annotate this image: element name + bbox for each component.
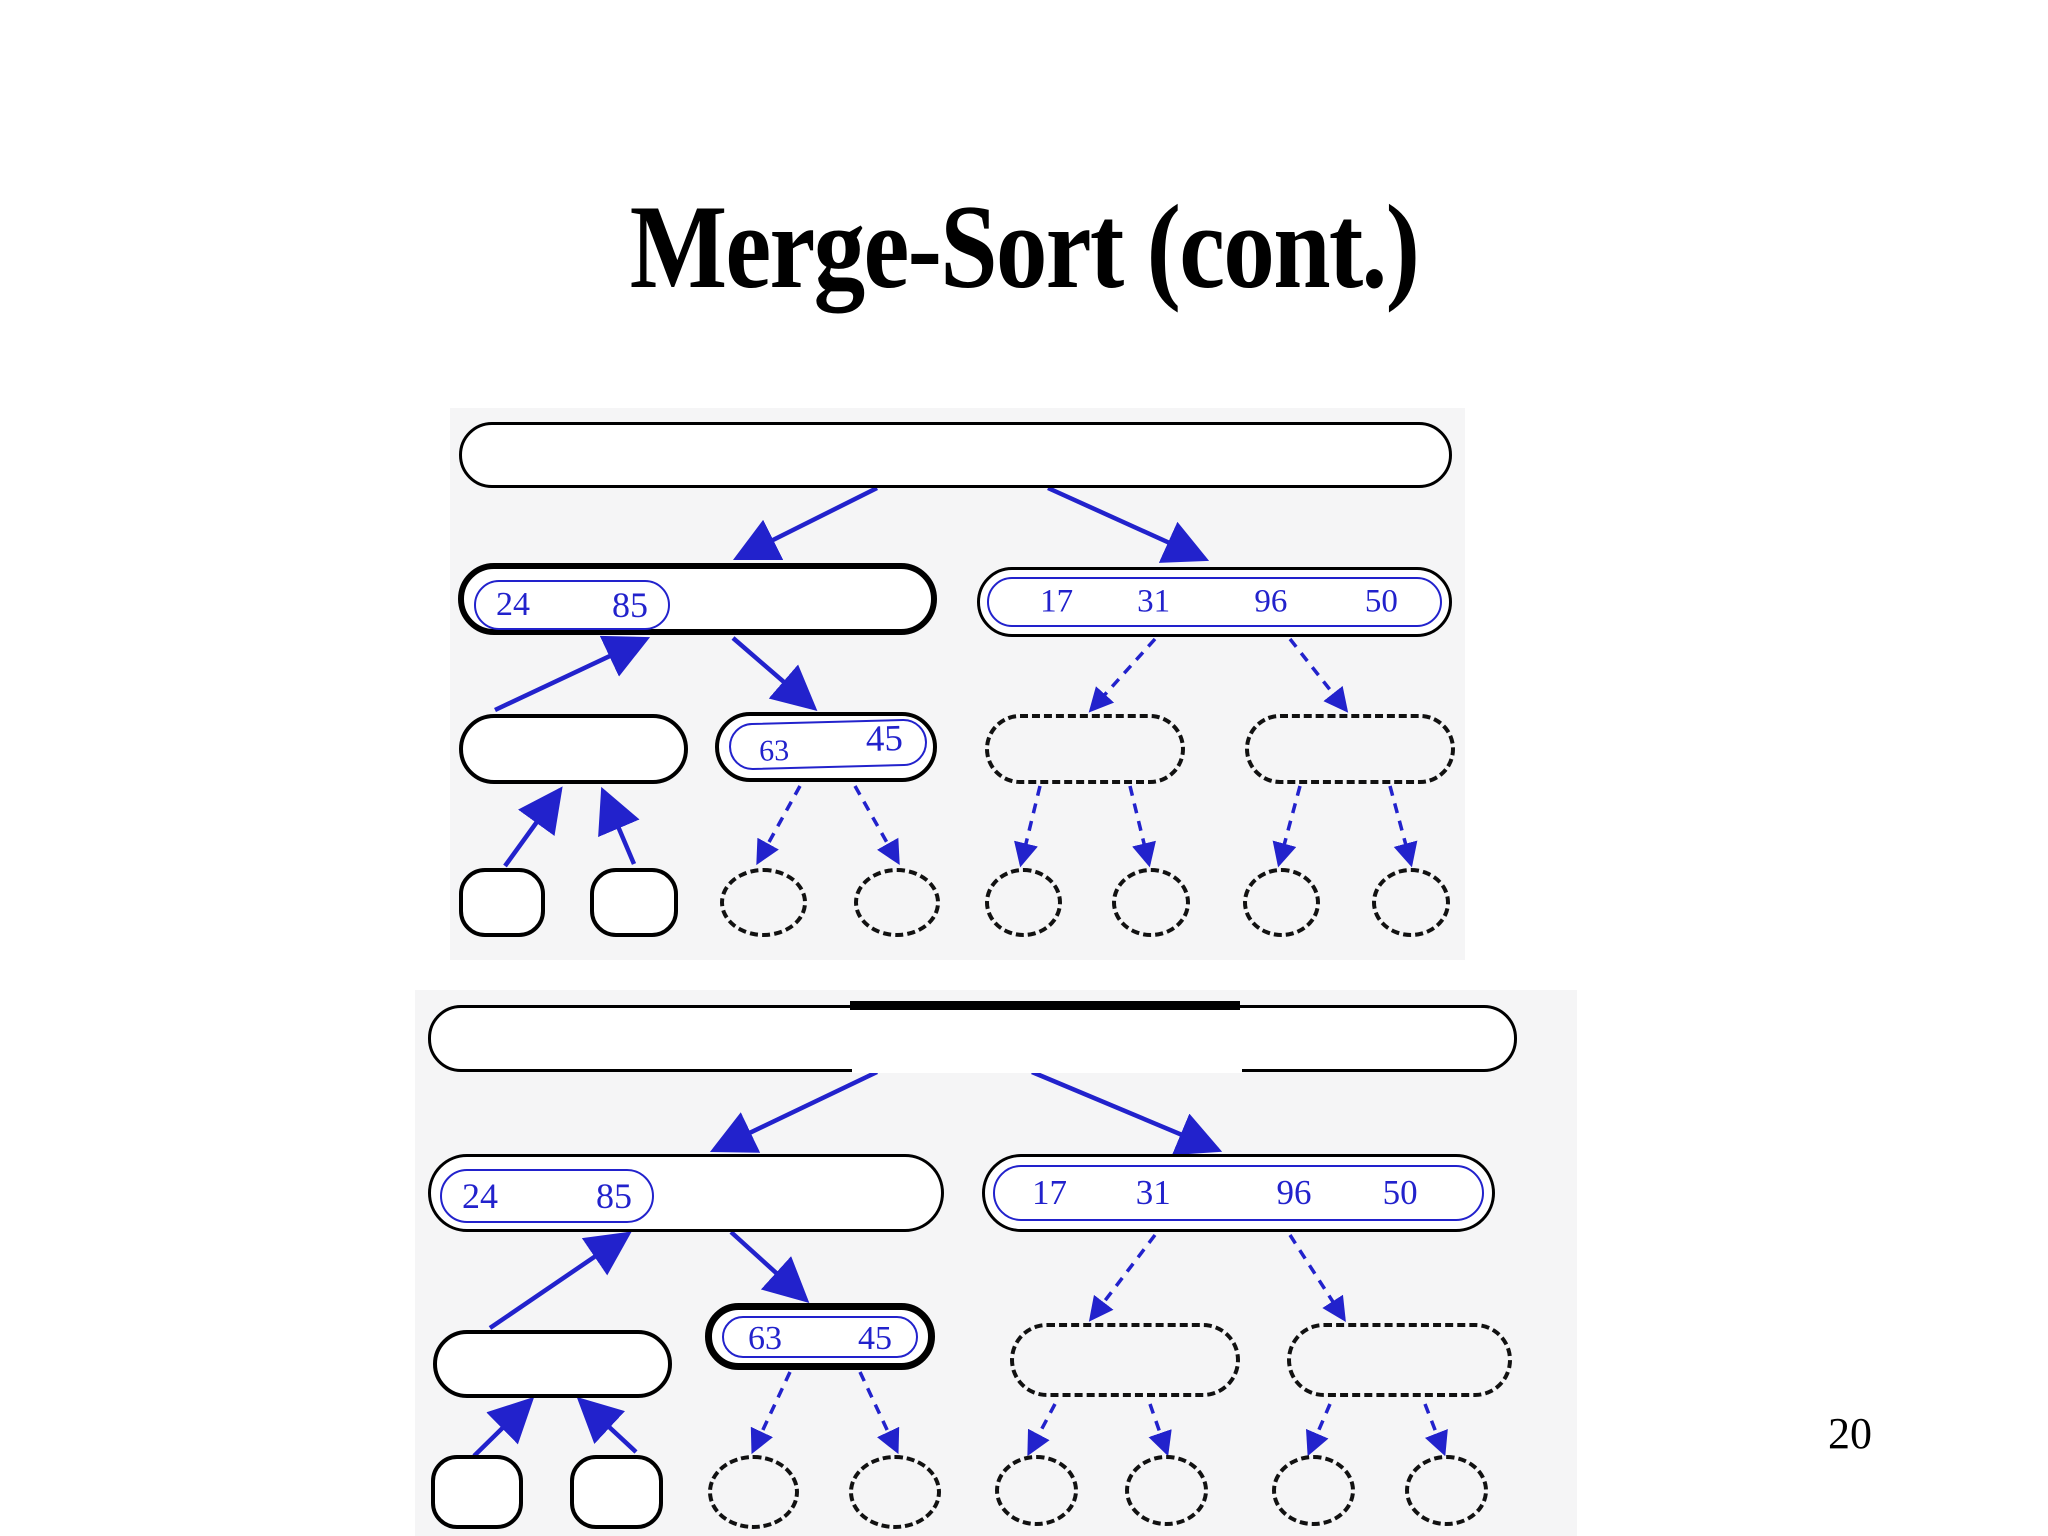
merged-pair-oval: 24 85: [440, 1169, 654, 1223]
dashed-6345-to-leaf4: [853, 785, 900, 866]
pending-pair-oval: 63 45: [722, 1316, 918, 1358]
value-31: 31: [1135, 1173, 1171, 1212]
dashed-right-to-l2a: [1088, 637, 1157, 713]
merge-tree-diagram-top: 24 85 17 31 96 50 63 45: [450, 408, 1465, 960]
leaf-2-top: [590, 868, 678, 937]
value-17: 17: [1040, 583, 1074, 620]
leaf-7-top: [1243, 868, 1320, 937]
future-node-b-bottom: [1287, 1323, 1512, 1397]
dashed-right-to-l2b: [1288, 637, 1349, 713]
value-85: 85: [596, 1176, 632, 1216]
dashed-l2b-to-leaf7: [1272, 785, 1302, 868]
leaf-5-top: [985, 868, 1062, 937]
dashed-l2b-to-leaf8: [1423, 1403, 1448, 1457]
dashed-l2a-to-leaf5: [1027, 1403, 1057, 1457]
value-45: 45: [858, 1320, 892, 1357]
value-96: 96: [1254, 583, 1288, 620]
future-node-b-top: [1245, 714, 1455, 784]
merge-tree-diagram-bottom: 24 85 17 31 96 50 63 45: [415, 990, 1577, 1536]
value-24: 24: [496, 586, 530, 623]
right-sequence-oval: 17 31 96 50: [987, 577, 1442, 627]
pending-node-6345-top: 63 45: [715, 712, 937, 782]
dashed-l2b-to-leaf7: [1306, 1403, 1332, 1457]
arrow-merge-return-to-2485: [488, 1231, 632, 1330]
root-merged-segment-bar: [850, 1001, 1240, 1010]
future-node-a-top: [985, 714, 1185, 784]
leaf-8-bottom: [1405, 1455, 1488, 1526]
dashed-l2a-to-leaf5: [1014, 785, 1042, 868]
value-17: 17: [1032, 1173, 1068, 1212]
root-node-bottom: [428, 1005, 1517, 1072]
value-24: 24: [462, 1176, 498, 1216]
current-node-2485-top: 24 85: [458, 563, 937, 635]
leaf-5-bottom: [995, 1455, 1078, 1526]
leaf-1-bottom: [431, 1455, 523, 1529]
value-50: 50: [1382, 1173, 1418, 1212]
current-node-6345-bottom: 63 45: [705, 1303, 935, 1370]
leaf-3-top: [720, 868, 807, 937]
arrow-root-to-right-child: [1031, 1069, 1223, 1156]
leaf-4-top: [854, 868, 940, 937]
empty-merge-node-top: [459, 714, 688, 784]
node-2485-bottom: 24 85: [428, 1154, 944, 1232]
leaf-6-bottom: [1125, 1455, 1208, 1526]
arrow-leaf2-return: [598, 786, 640, 865]
dashed-6345-to-leaf4: [858, 1371, 900, 1455]
arrow-2485-to-6345: [731, 636, 818, 711]
pending-pair-oval: 63 45: [728, 718, 928, 771]
dashed-6345-to-leaf3: [750, 1371, 792, 1455]
leaf-6-top: [1112, 868, 1190, 937]
leaf-4-bottom: [849, 1455, 941, 1529]
value-85: 85: [612, 585, 648, 625]
leaf-3-bottom: [708, 1455, 799, 1529]
leaf-8-top: [1372, 868, 1450, 937]
empty-merge-node-bottom: [433, 1330, 672, 1398]
slide-title: Merge-Sort (cont.): [629, 180, 1420, 313]
dashed-right-to-l2a: [1088, 1233, 1157, 1322]
root-bottom-border-gap: [852, 1068, 1242, 1073]
arrow-root-to-left-child: [732, 485, 879, 561]
arrow-leaf1-return: [472, 1396, 535, 1458]
leaf-7-bottom: [1272, 1455, 1355, 1526]
arrow-root-to-left-child: [709, 1069, 878, 1153]
value-31: 31: [1137, 583, 1171, 620]
dashed-l2b-to-leaf8: [1388, 785, 1418, 868]
dashed-l2a-to-leaf6: [1148, 1403, 1172, 1457]
value-63: 63: [748, 1320, 782, 1357]
merged-pair-oval: 24 85: [474, 580, 670, 630]
page-number: 20: [1828, 1409, 1872, 1458]
dashed-l2a-to-leaf6: [1128, 785, 1156, 868]
right-sequence-oval: 17 31 96 50: [993, 1165, 1484, 1221]
arrow-root-to-right-child: [1047, 485, 1210, 563]
arrow-merge-return-to-2485: [494, 635, 651, 713]
arrow-2485-to-6345: [729, 1230, 810, 1304]
dashed-6345-to-leaf3: [756, 785, 802, 866]
value-50: 50: [1364, 583, 1398, 620]
future-node-a-bottom: [1010, 1323, 1240, 1397]
leaf-1-top: [459, 868, 545, 937]
right-sequence-node-bottom: 17 31 96 50: [982, 1154, 1495, 1232]
arrow-leaf1-return: [503, 786, 563, 868]
root-node-top: [459, 422, 1452, 488]
value-96: 96: [1276, 1173, 1312, 1212]
leaf-2-bottom: [570, 1455, 663, 1529]
value-45: 45: [865, 718, 904, 760]
value-63: 63: [758, 734, 790, 768]
dashed-right-to-l2b: [1288, 1234, 1346, 1322]
right-sequence-node-top: 17 31 96 50: [977, 567, 1452, 637]
arrow-leaf2-return: [576, 1396, 638, 1454]
